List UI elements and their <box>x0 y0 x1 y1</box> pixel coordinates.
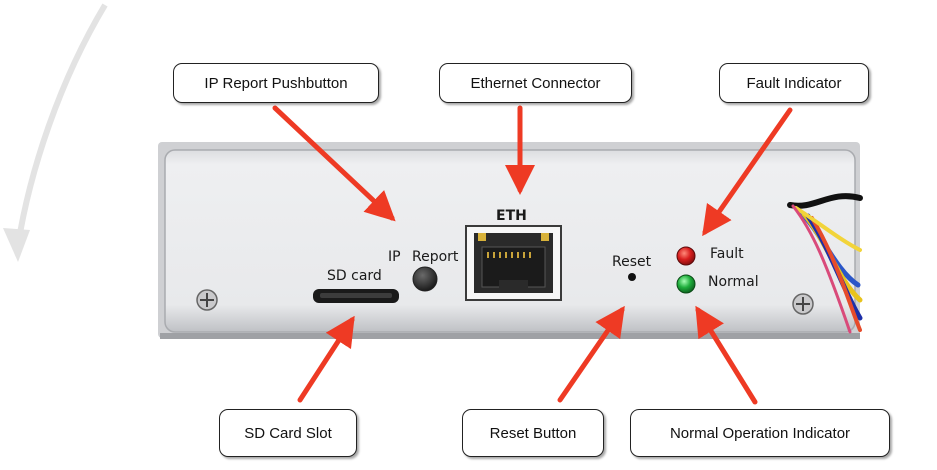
arrow-normal <box>695 305 758 405</box>
cable-bundle <box>787 193 863 334</box>
eth-label: ETH <box>496 208 527 224</box>
sd-card-label: SD card <box>327 268 382 284</box>
fault-label: Fault <box>710 246 744 262</box>
callout-ip-report-pushbutton: IP Report Pushbutton <box>173 63 379 103</box>
ip-report-button <box>412 266 438 292</box>
reset-pinhole <box>628 273 636 281</box>
callout-reset-button: Reset Button <box>462 409 604 457</box>
normal-led <box>676 274 696 294</box>
reset-label: Reset <box>612 254 652 270</box>
arrow-sd-card <box>297 315 355 403</box>
fault-led <box>676 246 696 266</box>
callout-fault-indicator: Fault Indicator <box>719 63 869 103</box>
callout-sd-card-slot: SD Card Slot <box>219 409 357 457</box>
decorative-curve <box>15 3 108 246</box>
report-label: Report <box>412 249 459 265</box>
left-screw-icon <box>196 289 218 311</box>
ip-label: IP <box>388 249 401 265</box>
right-screw-icon <box>792 293 814 315</box>
normal-label: Normal <box>708 274 759 290</box>
decorative-curve-head <box>3 228 30 262</box>
sd-card-slot <box>313 289 399 303</box>
ethernet-port <box>465 225 562 301</box>
arrows <box>272 105 793 405</box>
callout-ethernet-connector: Ethernet Connector <box>439 63 632 103</box>
arrow-fault <box>702 107 793 237</box>
arrow-ip-report <box>272 105 396 222</box>
arrow-reset <box>557 305 625 403</box>
callout-normal-operation-indicator: Normal Operation Indicator <box>630 409 890 457</box>
